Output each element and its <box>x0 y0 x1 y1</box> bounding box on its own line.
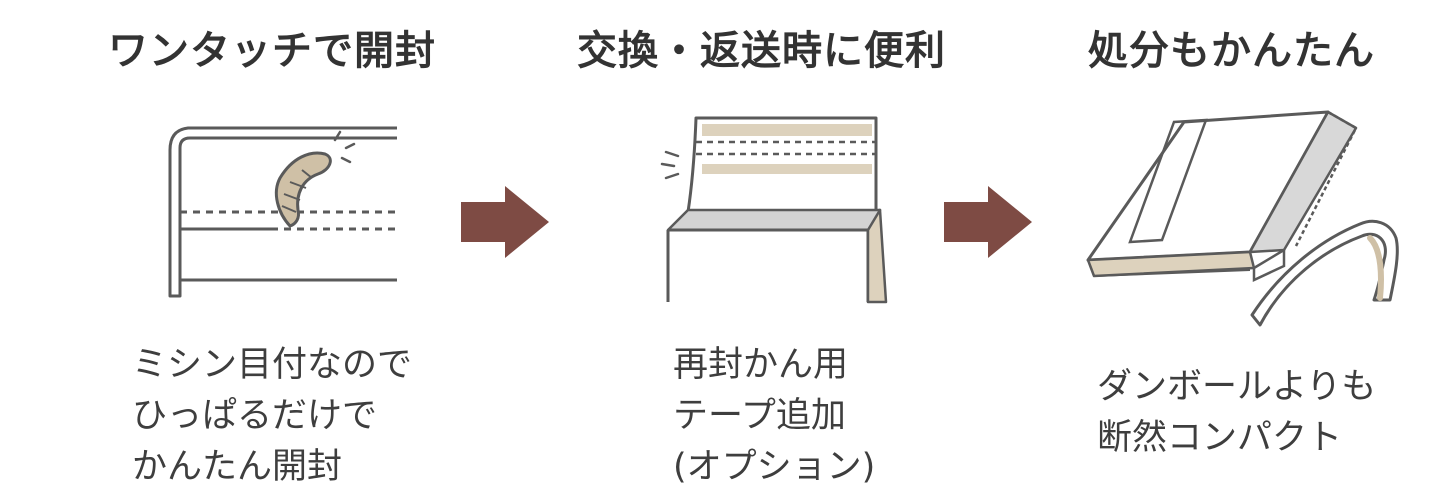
caption-line: 断然コンパクト <box>1097 418 1343 458</box>
envelope-pull-tab-illustration <box>168 126 397 298</box>
step1-caption: ミシン目付なので ひっぱるだけで かんたん開封 <box>132 340 412 493</box>
caption-line: (オプション) <box>673 447 876 487</box>
step3-title: 処分もかんたん <box>1088 28 1375 74</box>
step3-caption: ダンボールよりも 断然コンパクト <box>1097 362 1376 464</box>
caption-line: ダンボールよりも <box>1097 367 1377 407</box>
caption-line: テープ追加 <box>673 396 846 436</box>
step2-caption: 再封かん用 テープ追加 (オプション) <box>673 340 875 493</box>
step2-title: 交換・返送時に便利 <box>577 28 946 74</box>
resealable-envelope-illustration <box>660 116 888 304</box>
step1-title: ワンタッチで開封 <box>108 28 436 74</box>
caption-line: 再封かん用 <box>673 345 849 385</box>
arrow-right-icon <box>461 186 549 258</box>
arrow-right-icon <box>944 186 1032 258</box>
caption-line: かんたん開封 <box>132 447 343 487</box>
caption-line: ひっぱるだけで <box>132 396 378 436</box>
caption-line: ミシン目付なので <box>132 345 413 385</box>
flattened-envelope-illustration <box>1086 110 1399 327</box>
